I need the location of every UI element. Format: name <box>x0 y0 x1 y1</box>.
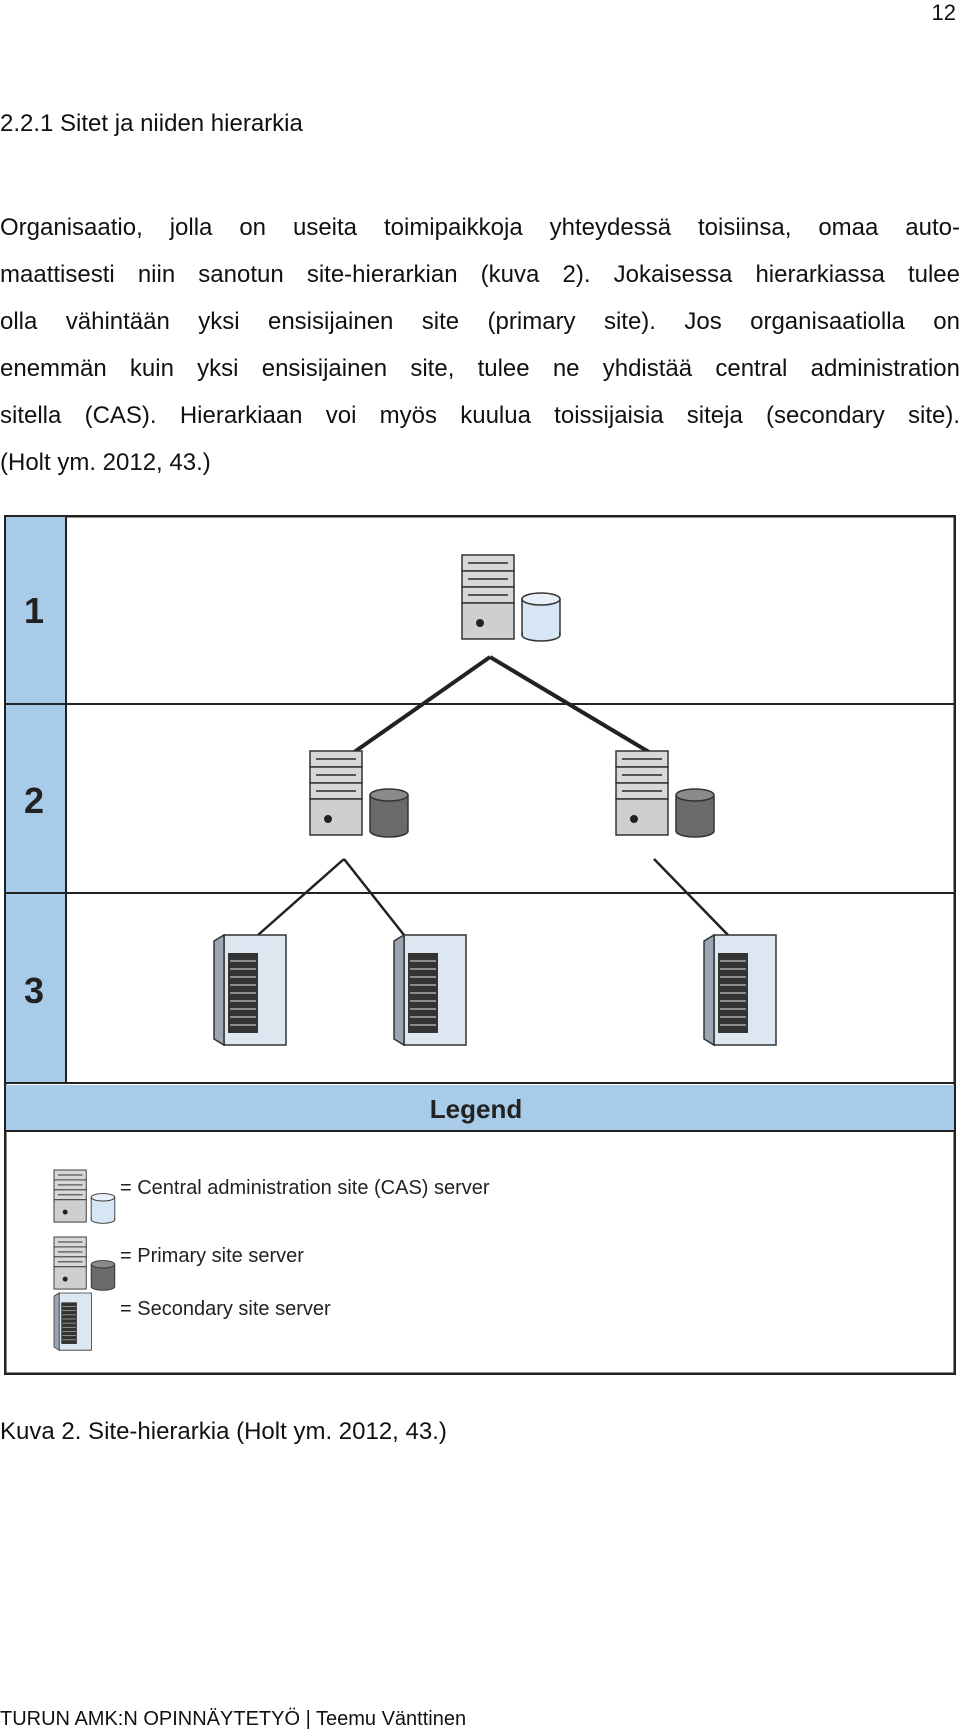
page-footer: TURUN AMK:N OPINNÄYTETYÖ | Teemu Vänttin… <box>0 1708 467 1730</box>
link-primary-secondary-1 <box>257 858 345 936</box>
secondary-server-icon <box>393 934 467 1046</box>
paragraph-line: maattisesti niin sanotun site-hierarkian… <box>0 261 960 288</box>
paragraph-line: Organisaatio, jolla on useita toimipaikk… <box>0 214 960 241</box>
figure-caption: Kuva 2. Site-hierarkia (Holt ym. 2012, 4… <box>0 1418 447 1445</box>
legend-band <box>6 1085 954 1131</box>
legend-item-primary: = Primary site server <box>53 1236 304 1291</box>
paragraph-line: enemmän kuin yksi ensisijainen site, tul… <box>0 355 960 382</box>
tier-label-1: 1 <box>24 590 44 631</box>
legend-item-secondary: = Secondary site server <box>53 1292 331 1351</box>
legend-label: = Secondary site server <box>120 1298 331 1320</box>
tier-label-2: 2 <box>24 780 44 821</box>
legend-title: Legend <box>430 1094 522 1124</box>
diagram-frame <box>4 515 956 1375</box>
paragraph-line: olla vähintään yksi ensisijainen site (p… <box>0 308 960 335</box>
legend-label: = Central administration site (CAS) serv… <box>120 1177 490 1199</box>
secondary-server-icon <box>703 934 777 1046</box>
section-heading: 2.2.1 Sitet ja niiden hierarkia <box>0 110 303 137</box>
tier-band <box>6 517 66 1083</box>
link-primary-secondary-2 <box>343 858 405 936</box>
link-cas-primary-right <box>488 655 656 757</box>
link-cas-primary-left <box>348 655 492 757</box>
body-paragraph: Organisaatio, jolla on useita toimipaikk… <box>0 204 960 486</box>
site-hierarchy-diagram: 1 2 3 Legend = Central administration si… <box>4 515 956 1375</box>
paragraph-line: sitella (CAS). Hierarkiaan voi myös kuul… <box>0 402 960 429</box>
secondary-server-icon <box>213 934 287 1046</box>
paragraph-line: (Holt ym. 2012, 43.) <box>0 449 211 476</box>
secondary-server-icon <box>53 1292 92 1351</box>
link-primary-secondary-3 <box>653 858 729 936</box>
tier-label-3: 3 <box>24 970 44 1011</box>
legend-label: = Primary site server <box>120 1245 304 1267</box>
legend-item-cas: = Central administration site (CAS) serv… <box>53 1169 490 1224</box>
page-number: 12 <box>931 0 956 25</box>
